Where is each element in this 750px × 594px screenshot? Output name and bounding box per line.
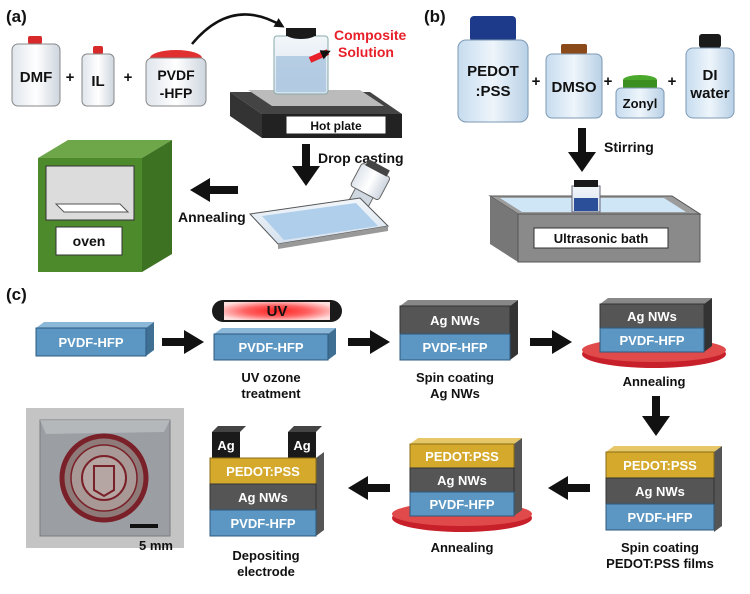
ag-electrode-label: Ag [217,438,234,453]
down-arrow-icon [642,396,670,436]
il-label: IL [91,73,104,90]
stirring-label: Stirring [604,139,654,155]
agnw-layer-label: Ag NWs [430,313,480,328]
scale-bar-label: 5 mm [139,538,173,553]
dmf-label: DMF [20,69,53,86]
curved-arrow-icon [191,13,285,45]
oven-label: oven [73,233,106,249]
pvdf-layer-label: PVDF-HFP [423,340,488,355]
right-arrow-icon [162,330,204,354]
di-label-2: water [689,85,729,102]
agnw-layer-label: Ag NWs [238,490,288,505]
left-arrow-icon [348,476,390,500]
right-arrow-icon [530,330,572,354]
plus-sign: + [66,69,75,86]
panel-b-label: (b) [424,7,446,26]
panel-c-label: (c) [6,285,27,304]
di-label-1: DI [703,67,718,84]
beaker [273,28,329,95]
pvdf-layer-label: PVDF-HFP [628,510,693,525]
electrode-stack: Ag Ag PEDOT:PSS Ag NWs PVDF-HFP [209,426,324,537]
dmso-label: DMSO [552,79,597,96]
pvdf-hfp-layer: PVDF-HFP [213,328,336,361]
il-bottle: IL [81,46,115,107]
di-water-bottle: DI water [685,34,735,119]
ultrasonic-bath-label: Ultrasonic bath [554,231,649,246]
pvdf-hfp-substrate: PVDF-HFP [35,322,154,357]
plus-sign: + [532,73,541,90]
electrode-label-1: Depositing [232,548,299,563]
spin-pedot-label-1: Spin coating [621,540,699,555]
down-arrow-icon [568,128,596,172]
pvdf-layer-label: PVDF-HFP [430,497,495,512]
spin-ag-label-2: Ag NWs [430,386,480,401]
pvdf-label-2: -HFP [160,85,193,101]
right-arrow-icon [348,330,390,354]
pedot-layer-label: PEDOT:PSS [425,449,499,464]
agnw-on-pvdf-stack: Ag NWs PVDF-HFP [399,300,518,361]
plus-sign: + [604,73,613,90]
uv-label: UV [267,303,288,320]
pvdf-layer-label: PVDF-HFP [231,516,296,531]
pedot-pss-bottle: PEDOT :PSS [457,16,529,123]
uv-lamp: UV [212,300,342,322]
annealing-label-1: Annealing [623,374,686,389]
spin-pedot-label-2: PEDOT:PSS films [606,556,714,571]
plus-sign: + [124,69,133,86]
pedot-label-2: :PSS [475,83,510,100]
pvdf-layer-label: PVDF-HFP [59,335,124,350]
annealing-label-a: Annealing [178,209,246,225]
agnw-layer-label: Ag NWs [635,484,685,499]
hot-plate: Hot plate [230,90,402,138]
panel-a-label: (a) [6,7,27,26]
pedot-layer-label: PEDOT:PSS [623,458,697,473]
pedot-agnw-pvdf-stack: PEDOT:PSS Ag NWs PVDF-HFP [605,446,722,532]
pedot-label-1: PEDOT [467,63,519,80]
hot-plate-label: Hot plate [310,119,362,133]
pvdf-label-1: PVDF [157,67,195,83]
composite-label-2: Solution [338,44,394,60]
left-arrow-icon [190,178,238,202]
electrode-label-2: electrode [237,564,295,579]
uv-ozone-label-1: UV ozone [241,370,300,385]
down-arrow-icon [292,144,320,186]
agnw-layer-label: Ag NWs [437,473,487,488]
pvdf-hfp-bottle: PVDF -HFP [145,50,207,107]
casting-substrate [248,197,390,249]
annealing-label-2: Annealing [431,540,494,555]
stirring-vial [571,180,601,213]
annealing-stack-2: PEDOT:PSS Ag NWs PVDF-HFP [392,438,532,532]
pvdf-layer-label: PVDF-HFP [620,333,685,348]
zonyl-bottle: Zonyl [615,75,665,119]
drop-casting-label: Drop casting [318,150,404,166]
pedot-layer-label: PEDOT:PSS [226,464,300,479]
agnw-layer-label: Ag NWs [627,309,677,324]
pvdf-layer-label: PVDF-HFP [239,340,304,355]
oven: oven [38,140,172,272]
uv-ozone-label-2: treatment [241,386,301,401]
dmso-bottle: DMSO [545,44,603,119]
zonyl-label: Zonyl [623,96,658,111]
device-photo: 5 mm [26,408,184,553]
plus-sign: + [668,73,677,90]
spin-ag-label-1: Spin coating [416,370,494,385]
left-arrow-icon [548,476,590,500]
dmf-bottle: DMF [11,36,61,107]
red-arrow-icon [308,49,331,63]
annealing-stack-1: Ag NWs PVDF-HFP [582,298,726,368]
ag-electrode-label: Ag [293,438,310,453]
composite-label-1: Composite [334,27,407,43]
